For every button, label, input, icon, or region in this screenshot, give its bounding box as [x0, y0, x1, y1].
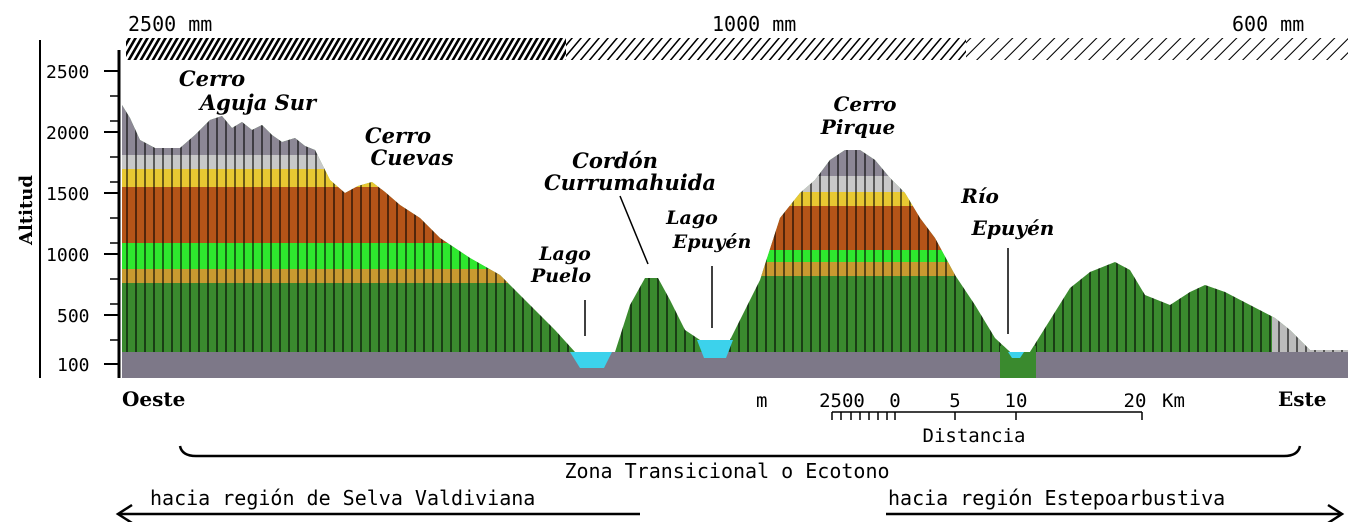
- y-tick-label: 1500: [46, 184, 89, 205]
- label-cerro-aguja-line2: Aguja Sur: [198, 90, 318, 115]
- rio-epuyen-water: [1008, 352, 1024, 358]
- scale-caption: Distancia: [923, 425, 1026, 447]
- distance-scale-bar: [831, 411, 1143, 420]
- label-rio-epuyen-line2: Epuyén: [971, 216, 1055, 240]
- arrow-east: [886, 503, 1345, 522]
- precipitation-gradient-band: [126, 38, 1348, 60]
- arrow-west: [115, 503, 640, 522]
- precip-east-label: 600 mm: [1232, 12, 1304, 36]
- precip-middle-label: 1000 mm: [712, 12, 796, 36]
- label-oeste: Oeste: [122, 387, 185, 411]
- terrain-profile: [122, 105, 1348, 378]
- label-cerro-pirque-line1: Cerro: [833, 92, 896, 116]
- label-lago-puelo-line2: Puelo: [530, 265, 591, 287]
- scale-label: 10: [1005, 390, 1028, 412]
- label-lago-epuyen-line1: Lago: [665, 207, 718, 229]
- ecotone-label: Zona Transicional o Ecotono: [564, 459, 889, 483]
- lago-epuyen-water: [697, 340, 733, 358]
- y-tick-label: 2500: [46, 62, 89, 83]
- scale-label: 2500: [819, 390, 865, 412]
- label-cerro-pirque-line2: Pirque: [820, 115, 895, 139]
- label-este: Este: [1278, 387, 1326, 411]
- precip-west-label: 2500 mm: [128, 12, 212, 36]
- y-tick-label: 2000: [46, 123, 89, 144]
- y-tick-label: 1000: [46, 245, 89, 266]
- label-lago-epuyen-line2: Epuyén: [672, 231, 752, 253]
- label-cordon-line2: Currumahuida: [544, 170, 716, 195]
- ecotone-bracket: [178, 445, 1302, 458]
- y-tick-label: 100: [57, 355, 90, 376]
- scale-label: 5: [949, 390, 960, 412]
- label-cerro-cuevas-line1: Cerro: [365, 123, 431, 148]
- label-cerro-cuevas-line2: Cuevas: [371, 145, 454, 170]
- pointer-cordon: [619, 195, 649, 265]
- y-axis-title: Altitud: [16, 175, 37, 246]
- label-rio-epuyen-line1: Río: [960, 184, 999, 208]
- y-axis-major-ticks: [104, 70, 119, 365]
- lago-puelo-water: [570, 352, 612, 368]
- y-tick-label: 500: [57, 306, 90, 327]
- label-west-region: hacia región de Selva Valdiviana: [150, 486, 535, 510]
- label-cerro-aguja-line1: Cerro: [179, 66, 245, 91]
- label-cordon-line1: Cordón: [572, 148, 658, 173]
- label-lago-puelo-line1: Lago: [538, 243, 591, 265]
- scale-unit-m: m: [756, 390, 767, 412]
- scale-unit-km: Km: [1162, 390, 1185, 412]
- scale-label: 20: [1124, 390, 1147, 412]
- y-axis-minor-ticks: [110, 95, 119, 341]
- label-east-region: hacia región Estepoarbustiva: [888, 486, 1225, 510]
- scale-label: 0: [889, 390, 900, 412]
